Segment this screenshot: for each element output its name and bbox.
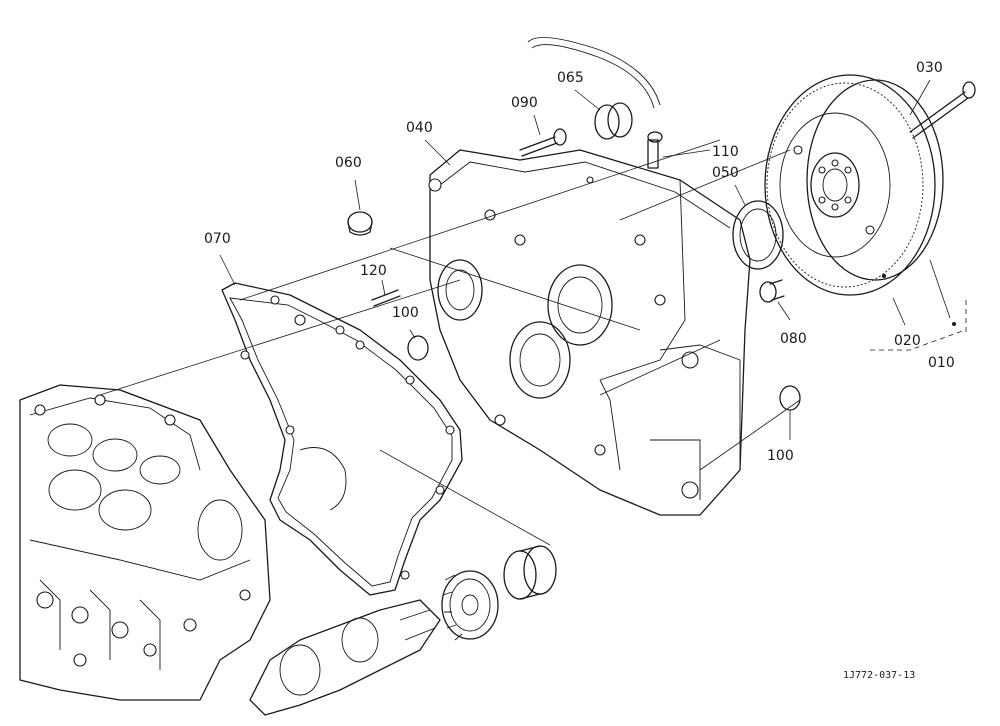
plug-100-left: [407, 335, 429, 361]
gear-case-040: [428, 149, 751, 516]
callout-100-left: 100: [392, 305, 419, 321]
bushing-065: [594, 102, 633, 140]
plug-060: [347, 211, 373, 236]
callout-080: 080: [780, 331, 807, 347]
callout-060: 060: [335, 155, 362, 171]
callout-110: 110: [712, 144, 739, 160]
pipe-110: [527, 37, 663, 169]
callout-120: 120: [360, 263, 387, 279]
callout-090: 090: [511, 95, 538, 111]
callout-040: 040: [406, 120, 433, 136]
leader-lines: [99, 79, 967, 546]
callout-050: 050: [712, 165, 739, 181]
bolt-080: [759, 279, 785, 303]
gasket-070: [221, 282, 463, 596]
plug-100-right: [779, 385, 801, 411]
oil-seal-050: [732, 200, 784, 270]
engine-block: [19, 384, 271, 701]
callout-070: 070: [204, 231, 231, 247]
flywheel-020: [764, 74, 944, 296]
callout-100-right: 100: [767, 448, 794, 464]
crankshaft: [249, 599, 441, 716]
bolt-030: [909, 81, 976, 139]
callout-020: 020: [894, 333, 921, 349]
drawing-code: 1J772-037-13: [843, 670, 915, 681]
collar: [503, 545, 557, 600]
crank-gear: [441, 570, 499, 641]
callout-065: 065: [557, 70, 584, 86]
bolt-090: [519, 128, 567, 157]
callout-010: 010: [928, 355, 955, 371]
callout-030: 030: [916, 60, 943, 76]
